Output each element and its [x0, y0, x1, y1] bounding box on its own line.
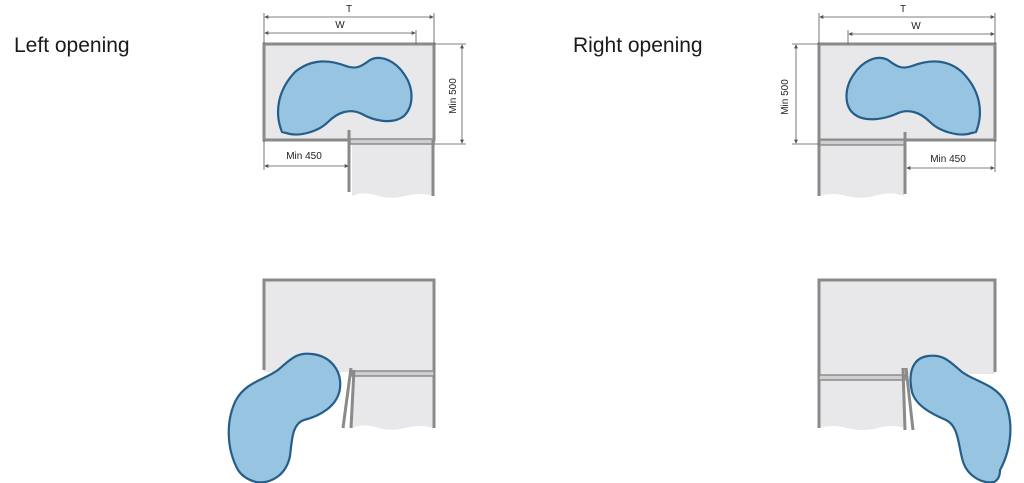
right-bottom-door-a: [901, 367, 907, 431]
left-top-w-label: W: [335, 20, 345, 31]
right-top-w-label: W: [911, 21, 921, 32]
right-bottom-cabinet-frame: [817, 278, 997, 428]
left-bottom-door-a: [341, 367, 353, 429]
right-top-opening-label: Min 450: [930, 154, 966, 165]
right-top-door-area: [819, 146, 904, 198]
left-top-diagram: T W Min 500 Min 450: [262, 4, 466, 198]
left-top-front-panel: [349, 138, 435, 145]
right-bottom-diagram: [817, 278, 1012, 483]
left-top-depth-label: Min 500: [448, 78, 459, 114]
right-bottom-front-panel: [818, 374, 906, 381]
right-top-front-panel: [818, 139, 906, 146]
left-bottom-front-panel: [351, 370, 435, 377]
left-bottom-door-area: [352, 375, 433, 430]
right-opening-heading: Right opening: [573, 34, 703, 57]
right-bottom-door-area: [819, 380, 904, 430]
left-top-t-label: T: [346, 4, 352, 15]
right-bottom-door-b: [904, 367, 915, 431]
left-opening-heading: Left opening: [14, 34, 130, 57]
left-top-opening-label: Min 450: [286, 151, 322, 162]
left-bottom-door-b: [349, 369, 356, 429]
right-top-depth-label: Min 500: [780, 79, 791, 115]
right-top-shelf: [845, 56, 982, 136]
left-top-door-area: [352, 144, 433, 198]
left-bottom-shelf: [227, 352, 342, 483]
right-bottom-cabinet-bg: [819, 280, 995, 374]
right-top-t-label: T: [900, 4, 906, 15]
left-top-shelf: [276, 56, 413, 136]
right-top-diagram: T W Min 500 Min 450: [780, 4, 997, 198]
left-bottom-cabinet-bg: [264, 280, 434, 372]
left-bottom-cabinet-frame: [262, 278, 436, 428]
left-bottom-diagram: [227, 278, 436, 483]
right-bottom-shelf: [909, 354, 1012, 483]
